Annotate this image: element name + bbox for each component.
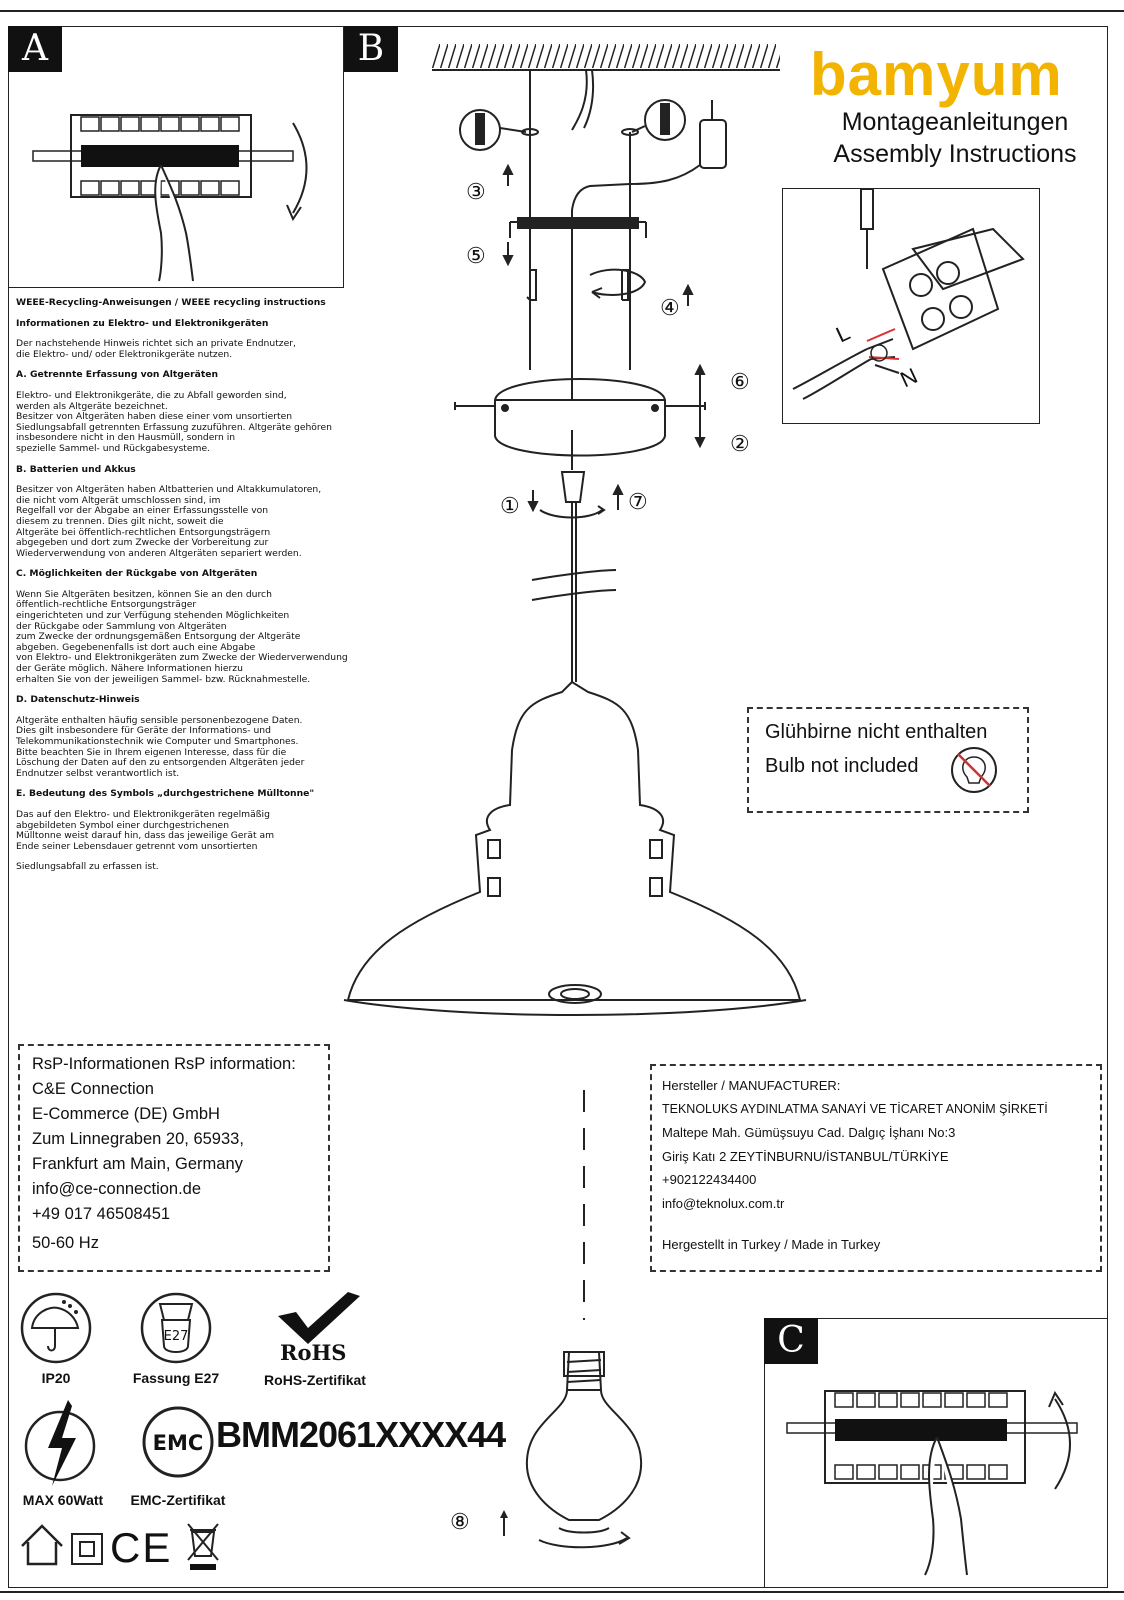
title-german: Montageanleitungen (841, 108, 1069, 136)
bulb-notice: Glühbirne nicht enthalten Bulb not inclu… (747, 707, 1029, 813)
rsp-phone: +49 017 46508451 (32, 1205, 171, 1223)
e27-badge: E27 (164, 1329, 189, 1344)
manufacturer-line: TEKNOLUKS AYDINLATMA SANAYİ VE TİCARET A… (662, 1101, 1048, 1116)
step-8-label: ⑧ (450, 1510, 470, 1535)
manufacturer-info: Hersteller / MANUFACTURER: TEKNOLUKS AYD… (650, 1064, 1102, 1272)
manufacturer-line: Giriş Katı 2 ZEYTİNBURNU/İSTANBUL/TÜRKİY… (662, 1148, 949, 1164)
ceiling-hatch (432, 44, 780, 71)
brand-logo: bamyum (810, 41, 1063, 108)
weee-intro: Der nachstehende Hinweis richtet sich an… (16, 338, 296, 360)
weee-section-text: Elektro- und Elektronikgeräte, die zu Ab… (16, 389, 332, 454)
rohs-check-icon (278, 1292, 360, 1344)
rohs-label: RoHS-Zertifikat (264, 1372, 366, 1388)
rsp-line: E-Commerce (DE) GmbH (32, 1105, 220, 1123)
rsp-title: RsP-Informationen RsP information: (32, 1055, 296, 1073)
light-bulb-icon (525, 1351, 643, 1549)
step-3-label: ③ (466, 180, 486, 205)
step-2-label: ② (730, 432, 750, 457)
emc-icon: EMC (142, 1406, 214, 1478)
step-4-label: ④ (660, 296, 680, 321)
max-wattage-label: MAX 60Watt (22, 1492, 104, 1508)
weee-instructions: WEEE-Recycling-Anweisungen / WEEE recycl… (16, 297, 436, 883)
bulb-notice-de: Glühbirne nicht enthalten (765, 721, 988, 743)
manufacturer-line: Maltepe Mah. Gümüşsuyu Cad. Dalgıç İşhan… (662, 1125, 956, 1140)
step-8-arrow (500, 1510, 508, 1536)
weee-section-text: Altgeräte enthalten häufig sensible pers… (16, 714, 305, 779)
step-5-label: ⑤ (466, 244, 486, 269)
weee-section-heading: C. Möglichkeiten der Rückgabe von Altger… (16, 568, 258, 580)
manufacturer-phone: +902122434400 (662, 1172, 757, 1187)
terminal-wiring-illustration (792, 188, 1025, 400)
panel-b-letter: B (344, 26, 398, 72)
rsp-line: Frankfurt am Main, Germany (32, 1155, 243, 1173)
no-bulb-icon (951, 747, 997, 793)
assembly-drawing (343, 70, 807, 1016)
panel-a: A (8, 26, 344, 288)
page-frame (8, 26, 1108, 1588)
e27-socket-icon: E27 (140, 1292, 212, 1364)
ip-rating-label: IP20 (41, 1370, 71, 1386)
model-number: BMM2061XXXX44 (216, 1414, 506, 1455)
weee-title: WEEE-Recycling-Anweisungen / WEEE recycl… (16, 297, 326, 308)
lightning-icon (24, 1400, 96, 1486)
rsp-line: Zum Linnegraben 20, 65933, (32, 1130, 244, 1148)
rsp-line: C&E Connection (32, 1080, 154, 1098)
weee-section-heading: D. Datenschutz-Hinweis (16, 694, 140, 706)
weee-subtitle: Informationen zu Elektro- und Elektronik… (16, 317, 269, 329)
emc-badge: EMC (153, 1431, 204, 1455)
bulb-illustration (563, 1090, 605, 1377)
manufacturer-email: info@teknolux.com.tr (662, 1195, 785, 1211)
top-rule (0, 10, 1124, 12)
made-in: Hergestellt in Turkey / Made in Turkey (662, 1237, 881, 1252)
step-1-label: ① (500, 494, 520, 519)
step-6-label: ⑥ (730, 370, 750, 395)
weee-section-heading: B. Batterien und Akkus (16, 463, 136, 475)
step-7-label: ⑦ (628, 490, 648, 515)
breaker-switch-on-illustration (786, 1390, 1078, 1576)
class-ii-icon (71, 1533, 103, 1565)
weee-section-text: Besitzer von Altgeräten haben Altbatteri… (16, 484, 322, 559)
panel-c-letter: C (764, 1318, 818, 1364)
rsp-email: info@ce-connection.de (32, 1180, 202, 1198)
weee-section-text: Wenn Sie Altgeräten besitzen, können Sie… (16, 588, 348, 685)
weee-section-heading: A. Getrennte Erfassung von Altgeräten (16, 369, 218, 381)
breaker-switch-off-illustration (32, 114, 308, 282)
emc-label: EMC-Zertifikat (130, 1492, 226, 1508)
wiring-detail-panel: L N (782, 188, 1040, 424)
ce-mark: CE (110, 1524, 173, 1571)
rsp-frequency: 50-60 Hz (32, 1234, 99, 1252)
bottom-rule (0, 1591, 1124, 1593)
rsp-information: RsP-Informationen RsP information: C&E C… (18, 1044, 330, 1272)
manufacturer-title: Hersteller / MANUFACTURER: (662, 1078, 841, 1093)
umbrella-icon (20, 1292, 92, 1364)
socket-label: Fassung E27 (132, 1370, 220, 1386)
bulb-notice-en: Bulb not included (765, 755, 919, 777)
indoor-use-icon (21, 1524, 63, 1566)
rohs-badge: RoHS (280, 1340, 347, 1365)
crossed-bin-icon (187, 1523, 219, 1570)
weee-section-heading: E. Bedeutung des Symbols „durchgestriche… (16, 788, 315, 800)
panel-a-letter: A (8, 26, 62, 72)
panel-c: C (764, 1318, 1108, 1588)
weee-closing: Siedlungsabfall zu erfassen ist. (16, 861, 159, 873)
title-english: Assembly Instructions (833, 140, 1077, 168)
weee-section-text: Das auf den Elektro- und Elektronikgerät… (16, 808, 275, 852)
